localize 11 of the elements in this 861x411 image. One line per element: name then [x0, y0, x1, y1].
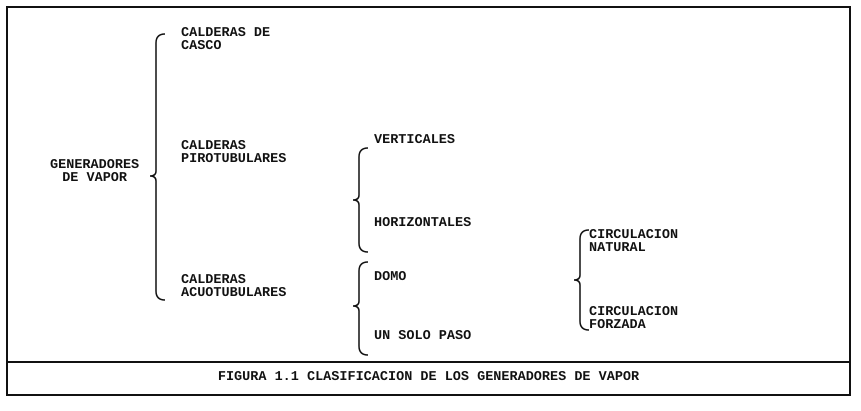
figure-caption: FIGURA 1.1 CLASIFICACION DE LOS GENERADORES DE VAPOR — [8, 361, 849, 394]
category-label: CALDERAS PIROTUBULARES — [181, 140, 288, 166]
category-label: HORIZONTALES — [374, 217, 472, 230]
category-label: CALDERAS ACUOTUBULARES — [181, 274, 288, 300]
category-label: CIRCULACION FORZADA — [589, 306, 680, 332]
category-label: VERTICALES — [374, 134, 456, 147]
category-label: DOMO — [374, 271, 408, 284]
category-label: UN SOLO PASO — [374, 330, 472, 343]
category-label: CIRCULACION NATURAL — [589, 229, 680, 255]
category-label: CALDERAS DE CASCO — [181, 27, 272, 53]
category-label: GENERADORES DE VAPOR — [49, 159, 140, 185]
